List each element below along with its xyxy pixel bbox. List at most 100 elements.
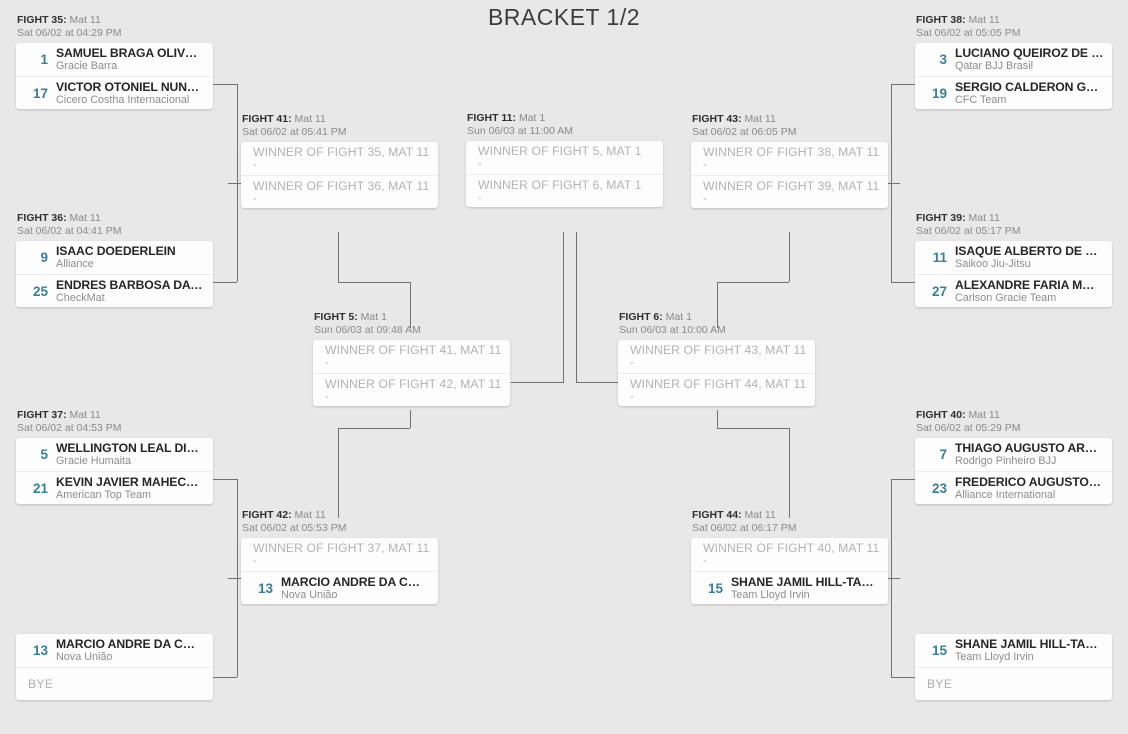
match-card[interactable]: WINNER OF FIGHT 5, MAT 1 - WINNER OF FIG… [466, 141, 663, 207]
competitor-slot[interactable]: 15 SHANE JAMIL HILL-TA… Team Lloyd Irvin [691, 571, 888, 604]
competitor-name: ISAQUE ALBERTO DE … [955, 244, 1098, 258]
match-card[interactable]: WINNER OF FIGHT 38, MAT 11 - WINNER OF F… [691, 142, 888, 208]
competitor-info: WELLINGTON LEAL DI… Gracie Humaita [56, 441, 199, 468]
competitor-slot[interactable]: 23 FREDERICO AUGUSTO … Alliance Internat… [915, 471, 1112, 504]
match-fight-5[interactable]: FIGHT 5: Mat 1 Sun 06/03 at 09:48 AM WIN… [313, 311, 510, 406]
pending-score: - [325, 357, 329, 369]
pending-score: - [478, 191, 482, 204]
pending-label: WINNER OF FIGHT 41, MAT 11 [325, 343, 502, 357]
competitor-info: VICTOR OTONIEL NUN… Cicero Costha Intern… [56, 80, 199, 107]
match-fight-44[interactable]: FIGHT 44: Mat 11 Sat 06/02 at 06:17 PM W… [691, 509, 888, 604]
seed-number: 27 [931, 283, 947, 299]
competitor-slot[interactable]: 25 ENDRES BARBOSA DA … CheckMat [16, 274, 213, 307]
competitor-slot[interactable]: 15 SHANE JAMIL HILL-TA… Team Lloyd Irvin [915, 634, 1112, 667]
match-card[interactable]: 15 SHANE JAMIL HILL-TA… Team Lloyd Irvin… [915, 634, 1112, 700]
match-fight-6[interactable]: FIGHT 6: Mat 1 Sun 06/03 at 10:00 AM WIN… [618, 311, 815, 406]
match-header: FIGHT 41: Mat 11 Sat 06/02 at 05:41 PM [241, 113, 438, 139]
competitor-slot[interactable]: 1 SAMUEL BRAGA OLIV… Gracie Barra [16, 43, 213, 76]
mat-label: Mat 11 [744, 113, 776, 125]
competitor-slot[interactable]: 13 MARCIO ANDRE DA C… Nova União [16, 634, 213, 667]
pending-score: - [253, 555, 257, 567]
match-fight-37[interactable]: FIGHT 37: Mat 11 Sat 06/02 at 04:53 PM 5… [16, 409, 213, 504]
competitor-slot[interactable]: 11 ISAQUE ALBERTO DE … Saikoo Jiu-Jitsu [915, 241, 1112, 274]
pending-slot: WINNER OF FIGHT 38, MAT 11 - [691, 142, 888, 175]
connector-line [228, 183, 242, 184]
match-card[interactable]: 7 THIAGO AUGUSTO AR… Rodrigo Pinheiro BJ… [915, 438, 1112, 504]
connector-line [338, 282, 410, 283]
competitor-slot[interactable]: 17 VICTOR OTONIEL NUN… Cicero Costha Int… [16, 76, 213, 109]
match-header: FIGHT 5: Mat 1 Sun 06/03 at 09:48 AM [313, 311, 510, 337]
pending-label: WINNER OF FIGHT 35, MAT 11 [253, 145, 430, 159]
competitor-slot[interactable]: 5 WELLINGTON LEAL DI… Gracie Humaita [16, 438, 213, 471]
match-card[interactable]: 1 SAMUEL BRAGA OLIV… Gracie Barra 17 VIC… [16, 43, 213, 109]
match-card[interactable]: WINNER OF FIGHT 43, MAT 11 - WINNER OF F… [618, 340, 815, 406]
connector-line [213, 677, 237, 678]
pending-label: WINNER OF FIGHT 37, MAT 11 [253, 541, 430, 555]
match-card[interactable]: 3 LUCIANO QUEIROZ DE … Qatar BJJ Brasil … [915, 43, 1112, 109]
competitor-slot[interactable]: 3 LUCIANO QUEIROZ DE … Qatar BJJ Brasil [915, 43, 1112, 76]
match-header: FIGHT 35: Mat 11 Sat 06/02 at 04:29 PM [16, 14, 213, 40]
competitor-team: American Top Team [56, 488, 152, 501]
fight-number: FIGHT 40: [916, 409, 966, 421]
match-card[interactable]: WINNER OF FIGHT 41, MAT 11 - WINNER OF F… [313, 340, 510, 406]
pending-slot: WINNER OF FIGHT 40, MAT 11 - [691, 538, 888, 571]
pending-score: - [630, 390, 634, 403]
match-fight-41[interactable]: FIGHT 41: Mat 11 Sat 06/02 at 05:41 PM W… [241, 113, 438, 208]
seed-number: 5 [40, 447, 48, 462]
match-header: FIGHT 37: Mat 11 Sat 06/02 at 04:53 PM [16, 409, 213, 435]
mat-label: Mat 11 [744, 509, 776, 521]
match-fight-42[interactable]: FIGHT 42: Mat 11 Sat 06/02 at 05:53 PM W… [241, 509, 438, 604]
competitor-team: Gracie Humaita [56, 455, 132, 467]
competitor-info: SERGIO CALDERON G… CFC Team [955, 80, 1098, 107]
competitor-name: LUCIANO QUEIROZ DE … [955, 46, 1104, 60]
seed-number: 21 [32, 480, 48, 496]
connector-line [410, 282, 411, 328]
competitor-name: VICTOR OTONIEL NUN… [56, 79, 200, 94]
competitor-name: ENDRES BARBOSA DA … [56, 277, 205, 292]
competitor-slot[interactable]: 13 MARCIO ANDRE DA C… Nova União [241, 571, 438, 604]
match-card[interactable]: 13 MARCIO ANDRE DA C… Nova União BYE [16, 634, 213, 700]
match-datetime: Sat 06/02 at 04:29 PM [17, 27, 122, 39]
mat-label: Mat 1 [360, 311, 387, 323]
mat-label: Mat 11 [294, 509, 326, 521]
match-card[interactable]: WINNER OF FIGHT 37, MAT 11 - 13 MARCIO A… [241, 538, 438, 604]
match-bye-right[interactable]: 15 SHANE JAMIL HILL-TA… Team Lloyd Irvin… [915, 631, 1112, 700]
pending-label: WINNER OF FIGHT 40, MAT 11 [703, 541, 880, 555]
match-card[interactable]: 5 WELLINGTON LEAL DI… Gracie Humaita 21 … [16, 438, 213, 504]
competitor-slot[interactable]: 9 ISAAC DOEDERLEIN Alliance [16, 241, 213, 274]
pending-slot: WINNER OF FIGHT 5, MAT 1 - [466, 141, 663, 174]
mat-label: Mat 11 [69, 14, 101, 26]
connector-line [511, 382, 564, 383]
match-fight-36[interactable]: FIGHT 36: Mat 11 Sat 06/02 at 04:41 PM 9… [16, 212, 213, 307]
connector-line [717, 428, 789, 429]
match-card[interactable]: WINNER OF FIGHT 35, MAT 11 - WINNER OF F… [241, 142, 438, 208]
seed-number: 15 [931, 643, 947, 658]
bye-slot: BYE [16, 667, 213, 700]
competitor-info: SHANE JAMIL HILL-TA… Team Lloyd Irvin [731, 575, 873, 602]
seed-number: 17 [32, 85, 48, 101]
match-datetime: Sat 06/02 at 05:17 PM [916, 225, 1021, 237]
match-fight-35[interactable]: FIGHT 35: Mat 11 Sat 06/02 at 04:29 PM 1… [16, 14, 213, 109]
match-card[interactable]: 9 ISAAC DOEDERLEIN Alliance 25 ENDRES BA… [16, 241, 213, 307]
competitor-slot[interactable]: 7 THIAGO AUGUSTO AR… Rodrigo Pinheiro BJ… [915, 438, 1112, 471]
bye-label: BYE [927, 677, 953, 691]
match-fight-43[interactable]: FIGHT 43: Mat 11 Sat 06/02 at 06:05 PM W… [691, 113, 888, 208]
match-card[interactable]: WINNER OF FIGHT 40, MAT 11 - 15 SHANE JA… [691, 538, 888, 604]
match-fight-40[interactable]: FIGHT 40: Mat 11 Sat 06/02 at 05:29 PM 7… [915, 409, 1112, 504]
match-fight-11[interactable]: FIGHT 11: Mat 1 Sun 06/03 at 11:00 AM WI… [466, 112, 663, 207]
connector-line [338, 232, 339, 282]
connector-line [891, 282, 915, 283]
match-bye-left[interactable]: 13 MARCIO ANDRE DA C… Nova União BYE [16, 631, 213, 700]
match-fight-39[interactable]: FIGHT 39: Mat 11 Sat 06/02 at 05:17 PM 1… [915, 212, 1112, 307]
match-card[interactable]: 11 ISAQUE ALBERTO DE … Saikoo Jiu-Jitsu … [915, 241, 1112, 307]
match-fight-38[interactable]: FIGHT 38: Mat 11 Sat 06/02 at 05:05 PM 3… [915, 14, 1112, 109]
connector-line [338, 428, 339, 518]
bye-slot: BYE [915, 667, 1112, 700]
match-datetime: Sat 06/02 at 04:41 PM [17, 225, 122, 237]
connector-line [717, 410, 718, 428]
seed-number: 1 [40, 52, 48, 67]
competitor-slot[interactable]: 21 KEVIN JAVIER MAHEC… American Top Team [16, 471, 213, 504]
competitor-slot[interactable]: 27 ALEXANDRE FARIA M… Carlson Gracie Tea… [915, 274, 1112, 307]
competitor-slot[interactable]: 19 SERGIO CALDERON G… CFC Team [915, 76, 1112, 109]
pending-score: - [630, 357, 634, 369]
